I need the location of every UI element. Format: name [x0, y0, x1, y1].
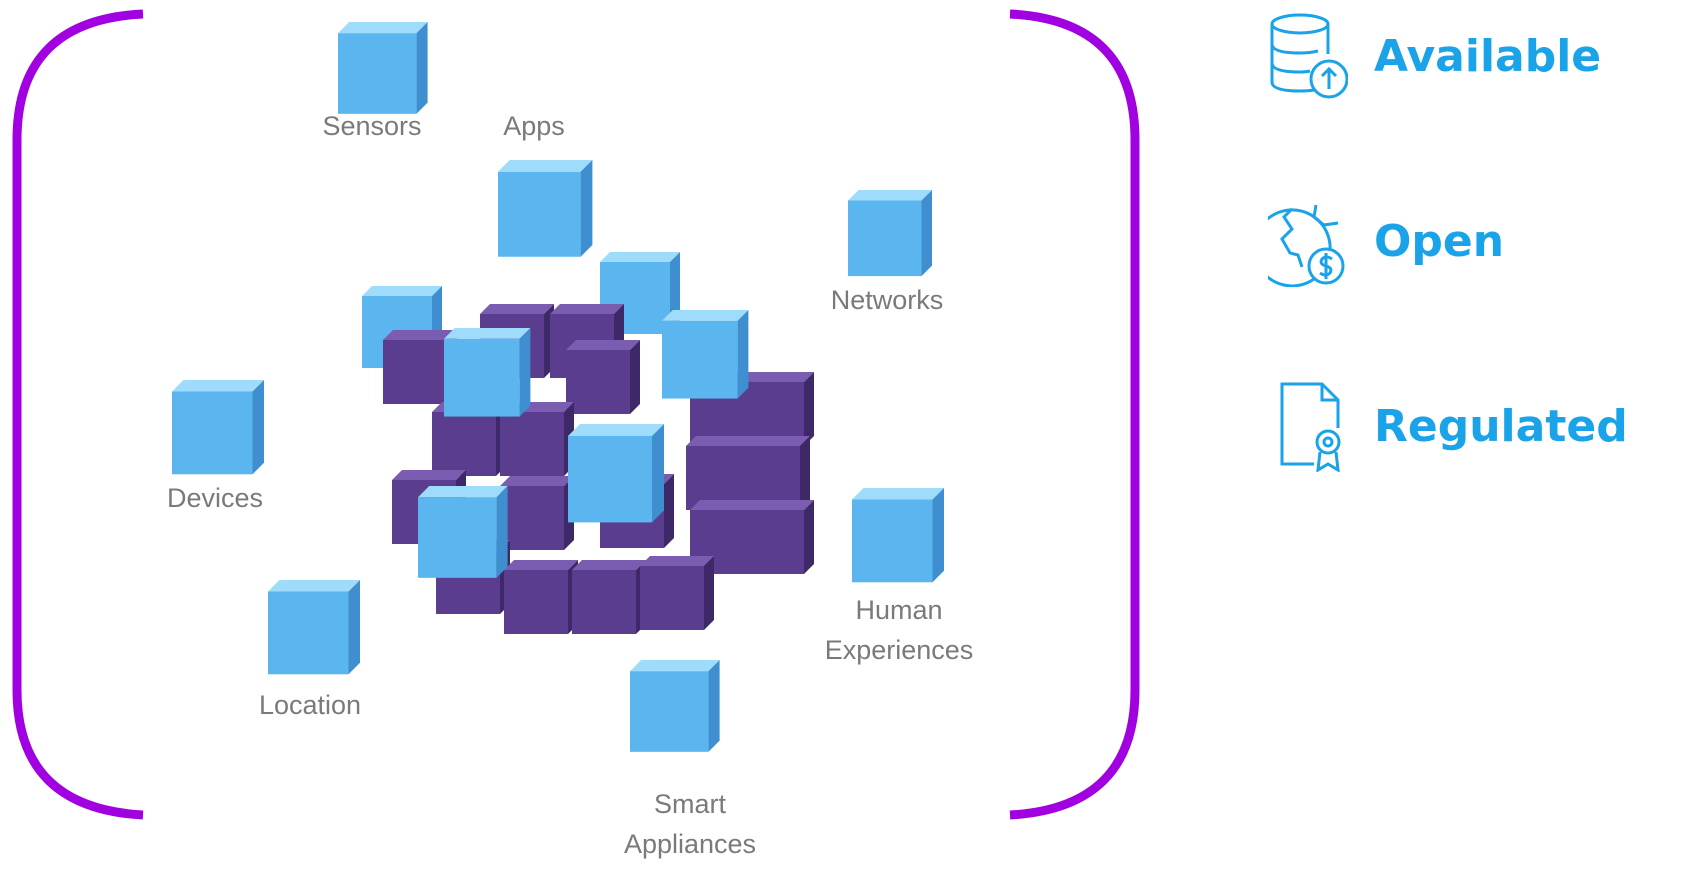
central-cube: [362, 252, 814, 634]
database-upload-icon: [1268, 10, 1348, 102]
label-smart-appliances: Smart Appliances: [605, 784, 775, 864]
label-human-experiences-line2: Experiences: [824, 635, 974, 665]
left-bracket: [12, 9, 144, 820]
cube-networks: [848, 190, 932, 277]
globe-dollar-icon: [1268, 195, 1348, 287]
label-devices: Devices: [166, 483, 264, 513]
label-smart-appliances-line1: Smart: [653, 789, 726, 819]
cube-human-experiences: [852, 488, 944, 583]
cube-location: [268, 580, 360, 675]
attribute-available-label: Available: [1374, 30, 1602, 82]
attribute-open: Open: [1268, 195, 1504, 287]
right-bracket: [1009, 9, 1140, 820]
label-human-experiences-line1: Human: [855, 595, 943, 625]
cube-sensors: [338, 22, 428, 114]
cube-smart-appliances: [630, 660, 720, 752]
label-apps: Apps: [503, 111, 565, 141]
label-sensors: Sensors: [322, 111, 422, 141]
document-certificate-icon: [1278, 380, 1348, 472]
attribute-open-label: Open: [1374, 215, 1505, 267]
label-smart-appliances-line2: Appliances: [623, 829, 757, 859]
cube-apps: [498, 160, 593, 257]
attribute-regulated-label: Regulated: [1374, 400, 1628, 452]
label-human-experiences: Human Experiences: [804, 590, 994, 670]
attribute-available: Available: [1268, 10, 1601, 102]
cube-devices: [172, 380, 264, 475]
label-networks: Networks: [830, 285, 944, 315]
attribute-regulated: Regulated: [1278, 380, 1628, 472]
label-location: Location: [258, 690, 362, 720]
